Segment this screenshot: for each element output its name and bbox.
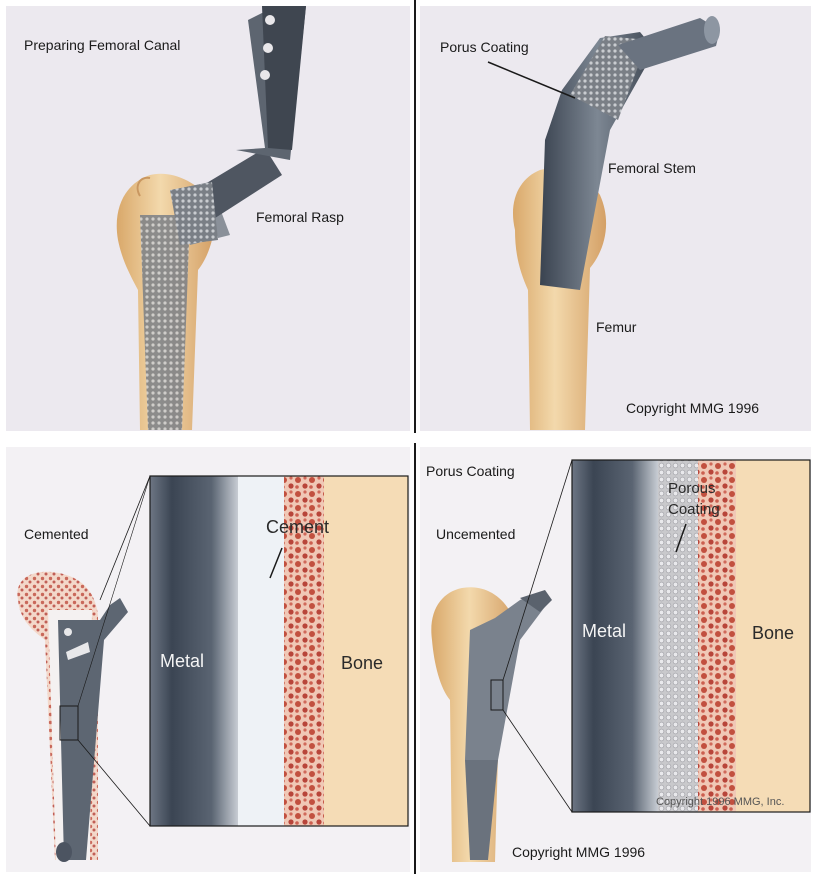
femoral-rasp-label: Femoral Rasp — [256, 210, 344, 224]
cement-label: Cement — [266, 518, 329, 536]
bone-label-cemented: Bone — [341, 654, 383, 672]
porous-label-line1: Porous — [668, 481, 716, 496]
porus-coating-label: Porus Coating — [440, 40, 529, 54]
metal-label-cemented: Metal — [160, 652, 204, 670]
coating-label-line2: Coating — [668, 502, 720, 517]
femur-label: Femur — [596, 320, 636, 334]
femoral-stem-label: Femoral Stem — [608, 161, 696, 175]
cemented-label: Cemented — [24, 527, 89, 541]
inset-credit: Copyright 1996 MMG, Inc. — [656, 797, 784, 808]
porus-coating-label-bottom: Porus Coating — [426, 464, 515, 478]
copyright-bottom: Copyright MMG 1996 — [512, 845, 645, 859]
bone-label-uncemented: Bone — [752, 624, 794, 642]
copyright-top: Copyright MMG 1996 — [626, 401, 759, 415]
uncemented-label: Uncemented — [436, 527, 515, 541]
metal-label-uncemented: Metal — [582, 622, 626, 640]
preparing-canal-title: Preparing Femoral Canal — [24, 38, 180, 52]
